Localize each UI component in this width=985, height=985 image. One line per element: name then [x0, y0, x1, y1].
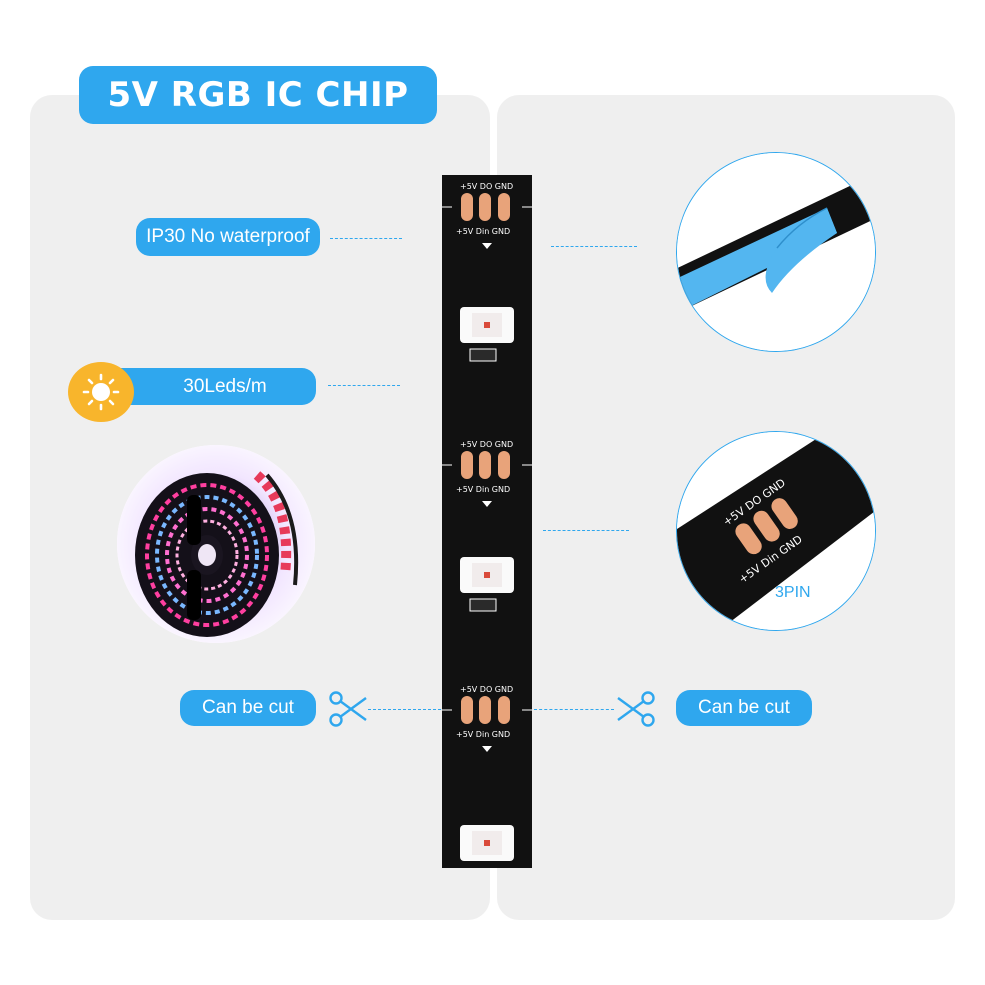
- svg-text:+5V Din GND: +5V Din GND: [456, 227, 510, 236]
- adhesive-tape-image: [676, 152, 876, 352]
- led-density-label: 30Leds/m: [104, 368, 316, 405]
- led-reel-image: [117, 445, 315, 643]
- led-strip-image: +5V DO GND +5V Din GND +5V DO GND +5V Di…: [442, 175, 532, 868]
- pin-leader-line: [543, 530, 629, 531]
- scissors-icon: [614, 690, 656, 733]
- waterproof-rating-label: IP30 No waterproof: [136, 218, 320, 256]
- scissors-icon: [328, 690, 368, 733]
- cut-mark-label-left: Can be cut: [180, 690, 316, 726]
- tape-leader-line: [551, 246, 637, 247]
- cut-mark-label-right: Can be cut: [676, 690, 812, 726]
- sun-icon: [68, 362, 134, 422]
- svg-text:+5V DO GND: +5V DO GND: [460, 685, 513, 694]
- svg-text:+5V DO GND: +5V DO GND: [460, 440, 513, 449]
- cut-leader-line-left: [368, 709, 446, 710]
- pin-count-label: 3PIN: [775, 584, 811, 601]
- svg-text:+5V Din GND: +5V Din GND: [456, 485, 510, 494]
- product-title: 5V RGB IC CHIP: [79, 66, 437, 124]
- svg-text:+5V Din GND: +5V Din GND: [456, 730, 510, 739]
- density-leader-line: [328, 385, 400, 386]
- waterproof-leader-line: [330, 238, 402, 239]
- cut-leader-line-right: [534, 709, 614, 710]
- pin-closeup-image: +5V DO GND +5V Din GND: [676, 431, 876, 631]
- svg-text:+5V DO GND: +5V DO GND: [460, 182, 513, 191]
